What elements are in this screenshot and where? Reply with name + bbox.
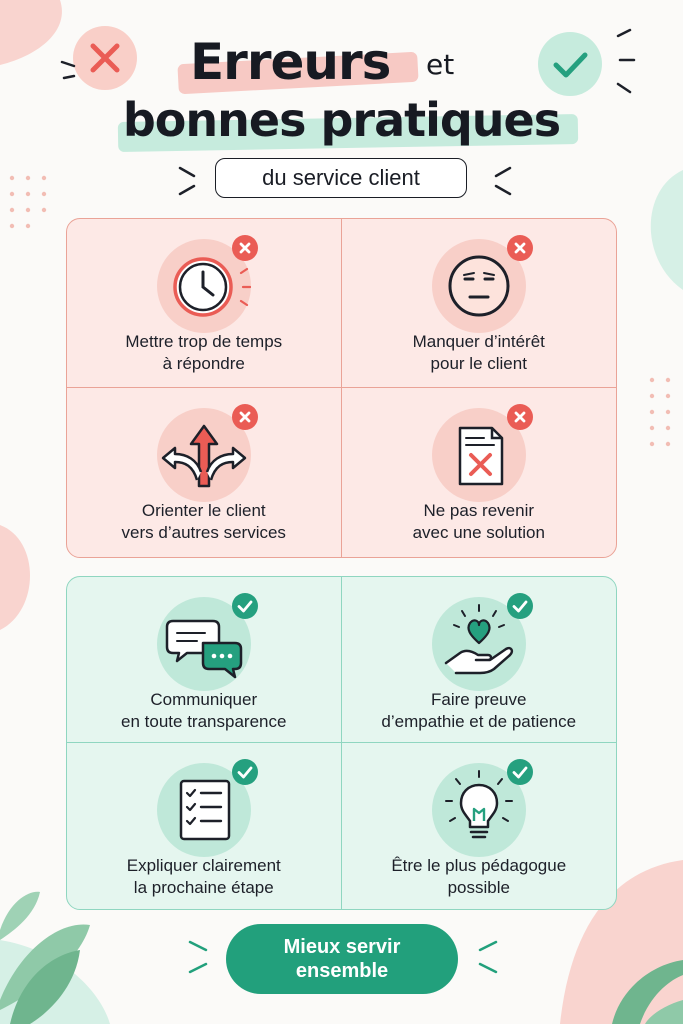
split-arrows-icon	[161, 424, 246, 488]
error-badge-icon	[231, 235, 258, 261]
cta-button[interactable]: Mieux servir ensemble	[226, 924, 458, 994]
title-word-erreurs: Erreurs	[190, 33, 391, 91]
error-label: Orienter le client vers d’autres service…	[121, 501, 286, 542]
chat-bubbles-icon	[165, 619, 242, 679]
good-card-pedagogy: Être le plus pédagogue possible	[342, 743, 617, 909]
lightbulb-icon	[444, 770, 513, 839]
errors-panel: Mettre trop de temps à répondre Manquer …	[66, 218, 617, 558]
good-card-next-step: Expliquer clairement la prochaine étape	[67, 743, 342, 909]
good-label: Expliquer clairement la prochaine étape	[126, 856, 281, 897]
good-badge-check-icon	[506, 759, 533, 785]
error-label: Mettre trop de temps à répondre	[125, 332, 283, 373]
error-label: Ne pas revenir avec une solution	[412, 501, 545, 542]
title-line-bonnes-pratiques: bonnes pratiques	[122, 93, 561, 147]
good-badge-check-icon	[231, 593, 258, 619]
cta-accent-right	[478, 940, 498, 974]
good-badge-check-icon	[506, 593, 533, 619]
error-card-slow-response: Mettre trop de temps à répondre	[67, 219, 342, 388]
good-label: Être le plus pédagogue possible	[391, 856, 567, 897]
error-card-lack-of-interest: Manquer d’intérêt pour le client	[341, 219, 616, 388]
check-badge-icon	[538, 28, 636, 96]
error-card-no-solution: Ne pas revenir avec une solution	[342, 388, 617, 557]
cta-line-1: Mieux servir	[283, 936, 401, 958]
x-badge-icon	[60, 26, 137, 90]
good-card-transparency: Communiquer en toute transparence	[67, 577, 342, 743]
error-badge-icon	[506, 235, 533, 261]
cta-accent-left	[188, 940, 208, 974]
title-word-et: et	[426, 48, 455, 81]
good-label: Communiquer en toute transparence	[121, 690, 287, 731]
bored-face-icon	[448, 255, 510, 317]
clock-icon	[173, 257, 251, 317]
subtitle: du service client	[215, 158, 467, 198]
cta-line-2: ensemble	[295, 960, 389, 982]
checklist-icon	[179, 779, 230, 841]
good-badge-check-icon	[231, 759, 258, 785]
error-label: Manquer d’intérêt pour le client	[412, 332, 545, 373]
subtitle-accent-left	[178, 166, 196, 196]
error-badge-icon	[231, 404, 258, 430]
subtitle-accent-right	[494, 166, 512, 196]
heart-hand-icon	[444, 604, 513, 675]
error-card-redirect-client: Orienter le client vers d’autres service…	[67, 388, 342, 557]
good-card-empathy: Faire preuve d’empathie et de patience	[341, 577, 616, 743]
document-x-icon	[458, 426, 503, 486]
good-practices-panel: Communiquer en toute transparence Faire …	[66, 576, 617, 910]
good-label: Faire preuve d’empathie et de patience	[381, 690, 577, 731]
error-badge-icon	[506, 404, 533, 430]
